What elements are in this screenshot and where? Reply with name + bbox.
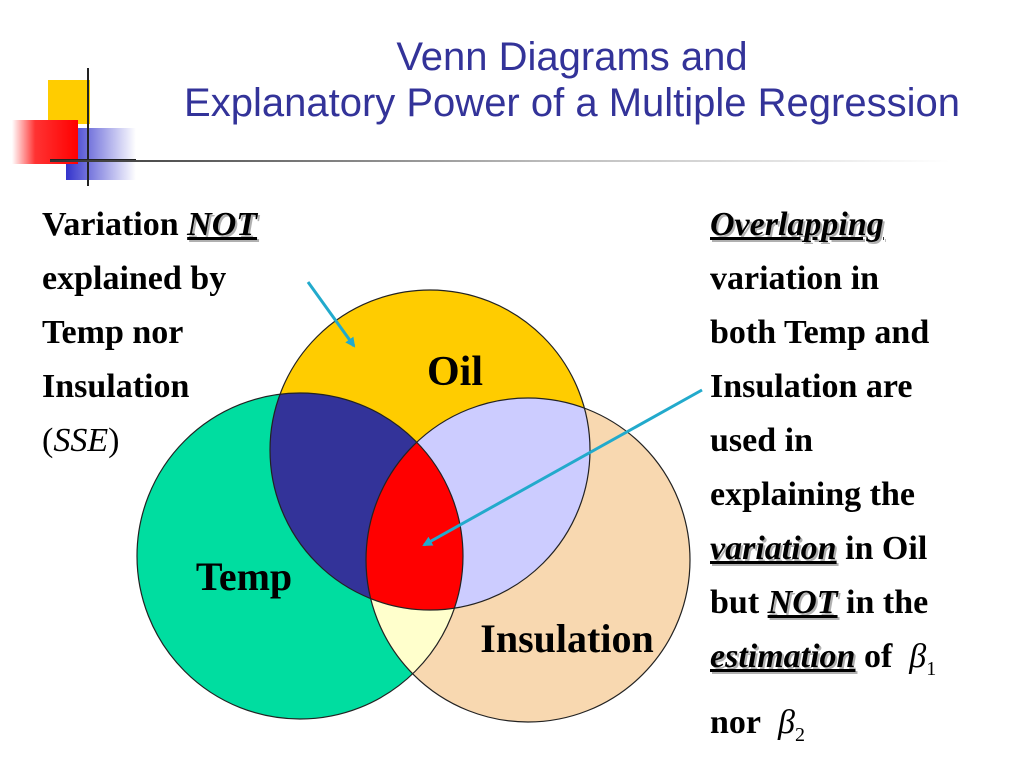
word-not: NOT	[767, 584, 838, 621]
note-line-3: Temp nor	[42, 314, 184, 351]
oil-insulation-overlap	[366, 398, 590, 610]
title-line-2: Explanatory Power of a Multiple Regressi…	[184, 81, 960, 125]
temp-label: Temp	[196, 554, 292, 599]
overlap-variation-note: Overlapping variation in both Temp and I…	[710, 198, 936, 762]
right-line-2: variation in	[710, 260, 880, 297]
title-underline	[50, 160, 950, 162]
text-in-the: in the	[837, 584, 929, 621]
note-word-not: NOT	[187, 206, 258, 243]
note-line-2: explained by	[42, 260, 227, 297]
right-line-5: used in	[710, 422, 813, 459]
sse-arrow	[306, 281, 356, 348]
sse-label: SSE	[53, 422, 109, 459]
yellow-square	[48, 80, 90, 124]
beta-1-subscript: 1	[926, 658, 937, 680]
right-line-3: both Temp and	[710, 314, 930, 351]
word-estimation: estimation	[710, 638, 856, 675]
beta-2-subscript: 2	[794, 724, 805, 746]
word-variation: variation	[710, 530, 837, 567]
note-word-variation: Variation	[42, 206, 179, 243]
note-line-4: Insulation	[42, 368, 190, 405]
title-line-1: Venn Diagrams and	[396, 35, 748, 79]
text-of: of	[855, 638, 893, 675]
text-nor: nor	[710, 704, 761, 741]
right-line-6: explaining the	[710, 476, 915, 513]
word-overlapping: Overlapping	[710, 206, 884, 243]
unexplained-variation-note: Variation NOT explained by Temp nor Insu…	[42, 198, 257, 468]
sse-open-paren: (	[42, 422, 54, 459]
red-square	[12, 120, 78, 164]
slide-title: Venn Diagrams and Explanatory Power of a…	[120, 34, 1024, 126]
insulation-label: Insulation	[480, 616, 653, 661]
overlap-arrow	[422, 388, 703, 547]
beta-1-symbol: β	[909, 638, 927, 675]
beta-2-symbol: β	[778, 704, 795, 741]
oil-label: Oil	[427, 349, 483, 395]
text-in-oil: in Oil	[836, 530, 928, 567]
right-line-4: Insulation are	[710, 368, 913, 405]
sse-close-paren: )	[108, 422, 120, 459]
text-but: but	[710, 584, 768, 621]
